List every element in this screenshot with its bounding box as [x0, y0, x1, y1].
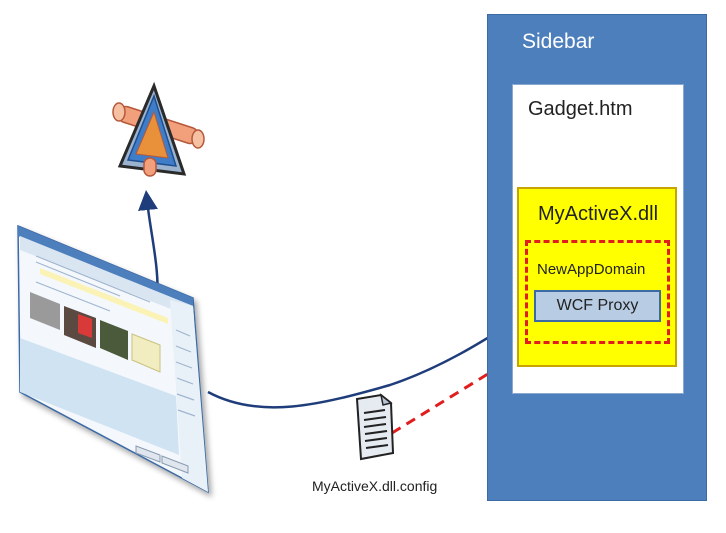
wcf-proxy-box: WCF Proxy	[534, 290, 661, 322]
sidebar-title: Sidebar	[522, 30, 595, 53]
app-domain-title: NewAppDomain	[537, 261, 646, 278]
config-file-label: MyActiveX.dll.config	[312, 478, 438, 494]
activex-box	[517, 187, 677, 367]
window-to-proxy-connector	[207, 307, 535, 409]
gadget-title: Gadget.htm	[528, 98, 633, 120]
app-domain-box	[525, 240, 670, 344]
window-to-service-arrow	[138, 190, 159, 301]
activex-title: MyActiveX.dll	[538, 203, 659, 225]
